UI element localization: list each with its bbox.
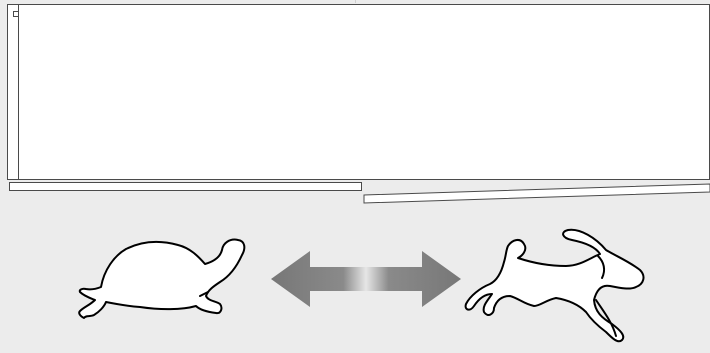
speed-slider-track-right[interactable]: [364, 184, 710, 203]
rabbit-icon: [466, 230, 644, 342]
range-arrow: [271, 251, 461, 307]
turtle-icon: [79, 240, 244, 318]
